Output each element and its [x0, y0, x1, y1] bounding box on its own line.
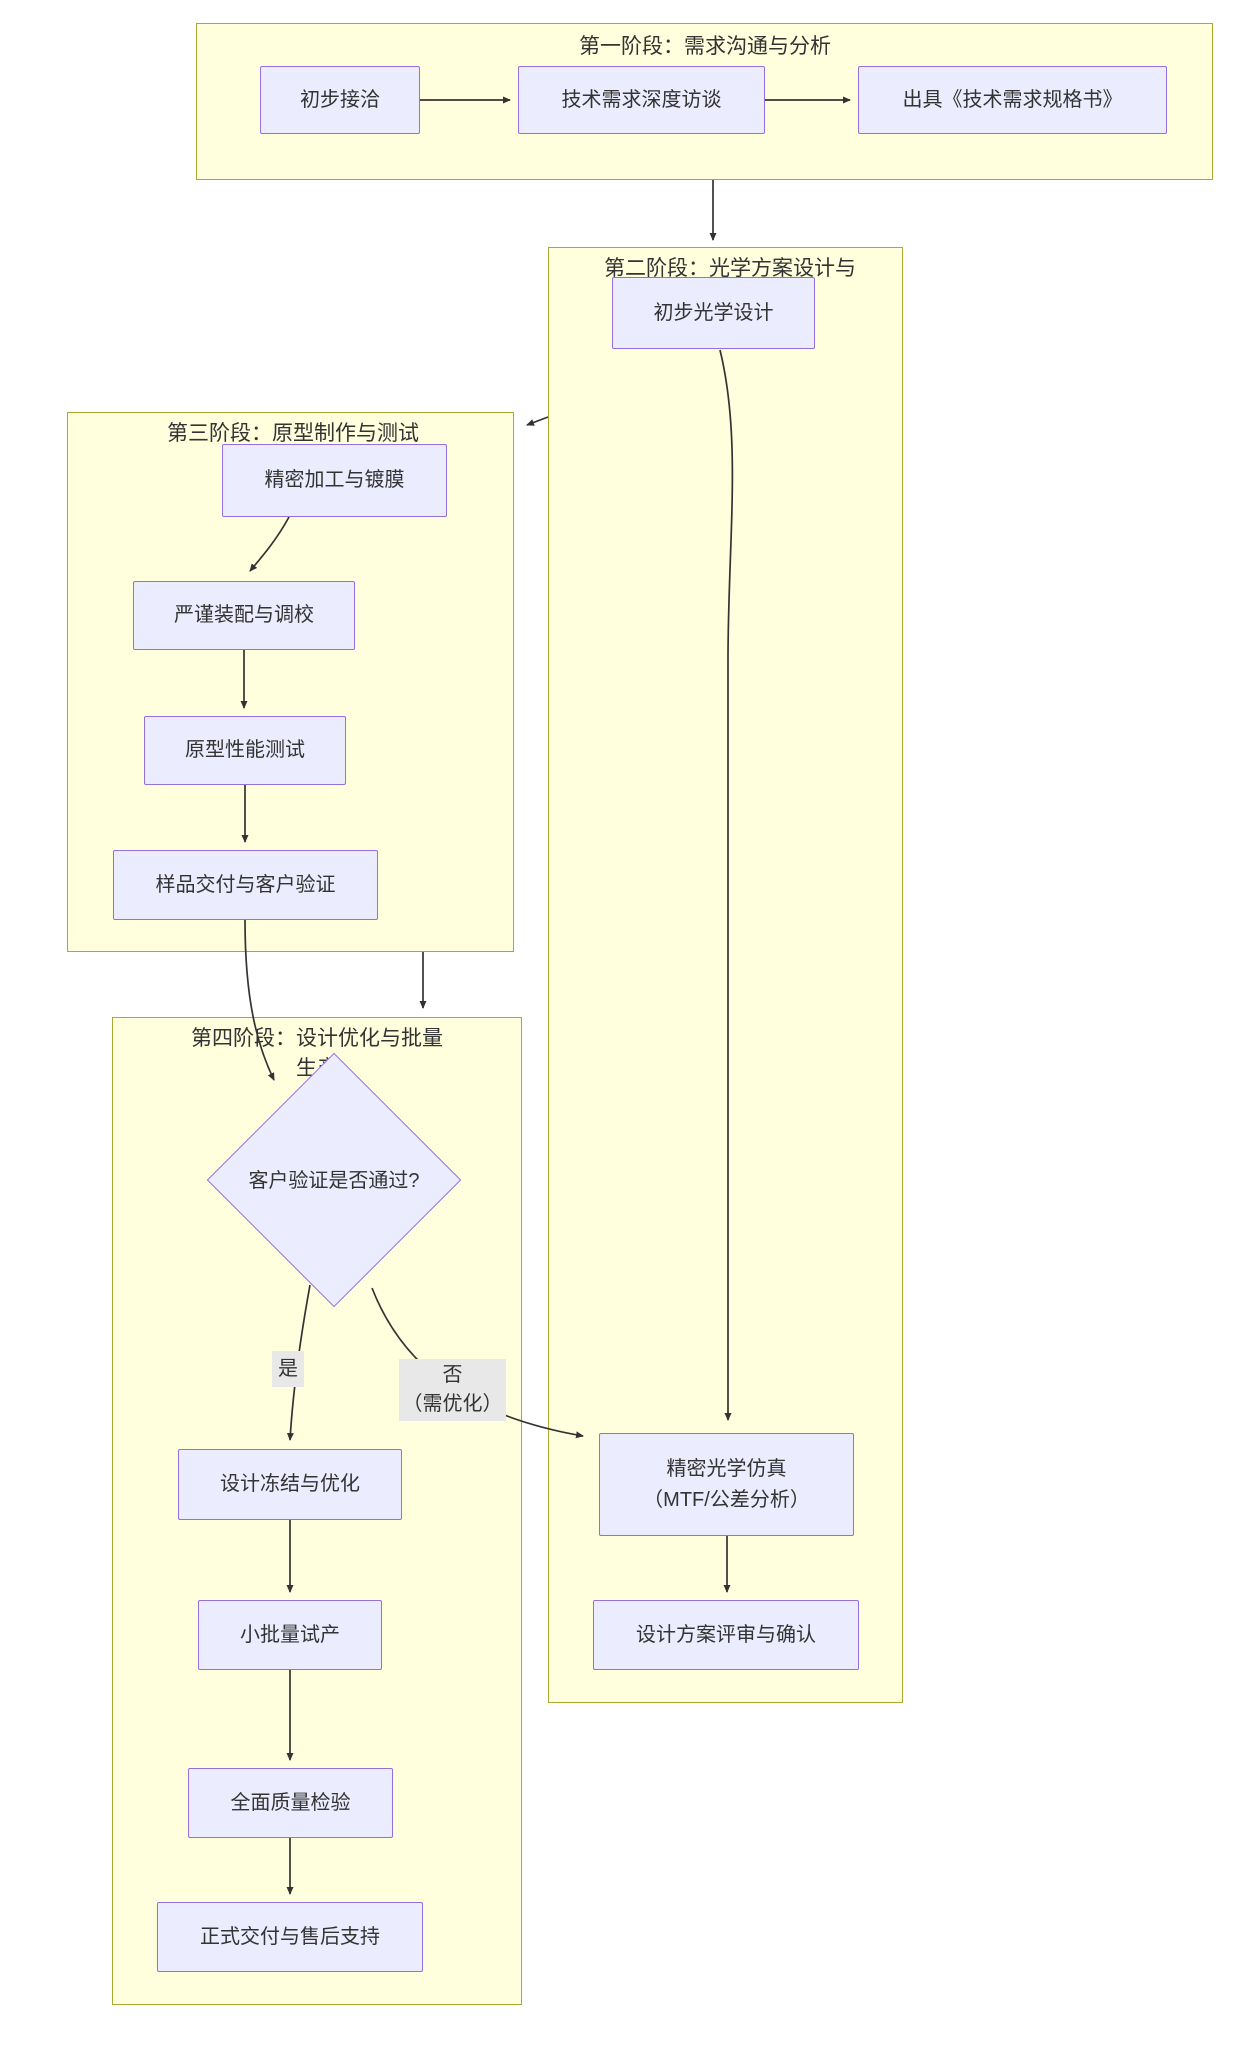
- node-pilot-production: 小批量试产: [198, 1600, 382, 1670]
- node-simulation-line1: 精密光学仿真: [666, 1457, 787, 1480]
- node-prototype-test: 原型性能测试: [144, 716, 346, 785]
- node-decision: 客户验证是否通过?: [248, 1170, 420, 1192]
- node-spec-doc: 出具《技术需求规格书》: [858, 66, 1167, 134]
- edge-label-no-line1: 否: [442, 1364, 463, 1386]
- node-final-delivery: 正式交付与售后支持: [157, 1902, 423, 1972]
- edge-label-no: 否 （需优化）: [399, 1359, 506, 1421]
- node-quality-inspection: 全面质量检验: [188, 1768, 393, 1838]
- edge-label-yes: 是: [272, 1351, 304, 1387]
- edge-phase2-to-phase3: [526, 416, 549, 426]
- node-design-review: 设计方案评审与确认: [593, 1600, 859, 1670]
- edge-label-no-line2: （需优化）: [402, 1393, 503, 1415]
- node-simulation: 精密光学仿真 （MTF/公差分析）: [599, 1433, 854, 1536]
- phase1-title: 第一阶段：需求沟通与分析: [579, 35, 831, 58]
- node-preliminary-design: 初步光学设计: [612, 277, 815, 349]
- node-initial-contact: 初步接洽: [260, 66, 420, 134]
- node-simulation-line2: （MTF/公差分析）: [643, 1488, 810, 1511]
- node-sample-delivery: 样品交付与客户验证: [113, 850, 378, 920]
- node-tech-interview: 技术需求深度访谈: [518, 66, 765, 134]
- phase2-title: 第二阶段：光学方案设计与: [604, 257, 856, 280]
- phase3-title: 第三阶段：原型制作与测试: [167, 422, 419, 445]
- phase4-title-line1: 第四阶段：设计优化与批量: [191, 1027, 443, 1050]
- node-assembly: 严谨装配与调校: [133, 581, 355, 650]
- node-design-freeze: 设计冻结与优化: [178, 1449, 402, 1520]
- node-machining: 精密加工与镀膜: [222, 444, 447, 517]
